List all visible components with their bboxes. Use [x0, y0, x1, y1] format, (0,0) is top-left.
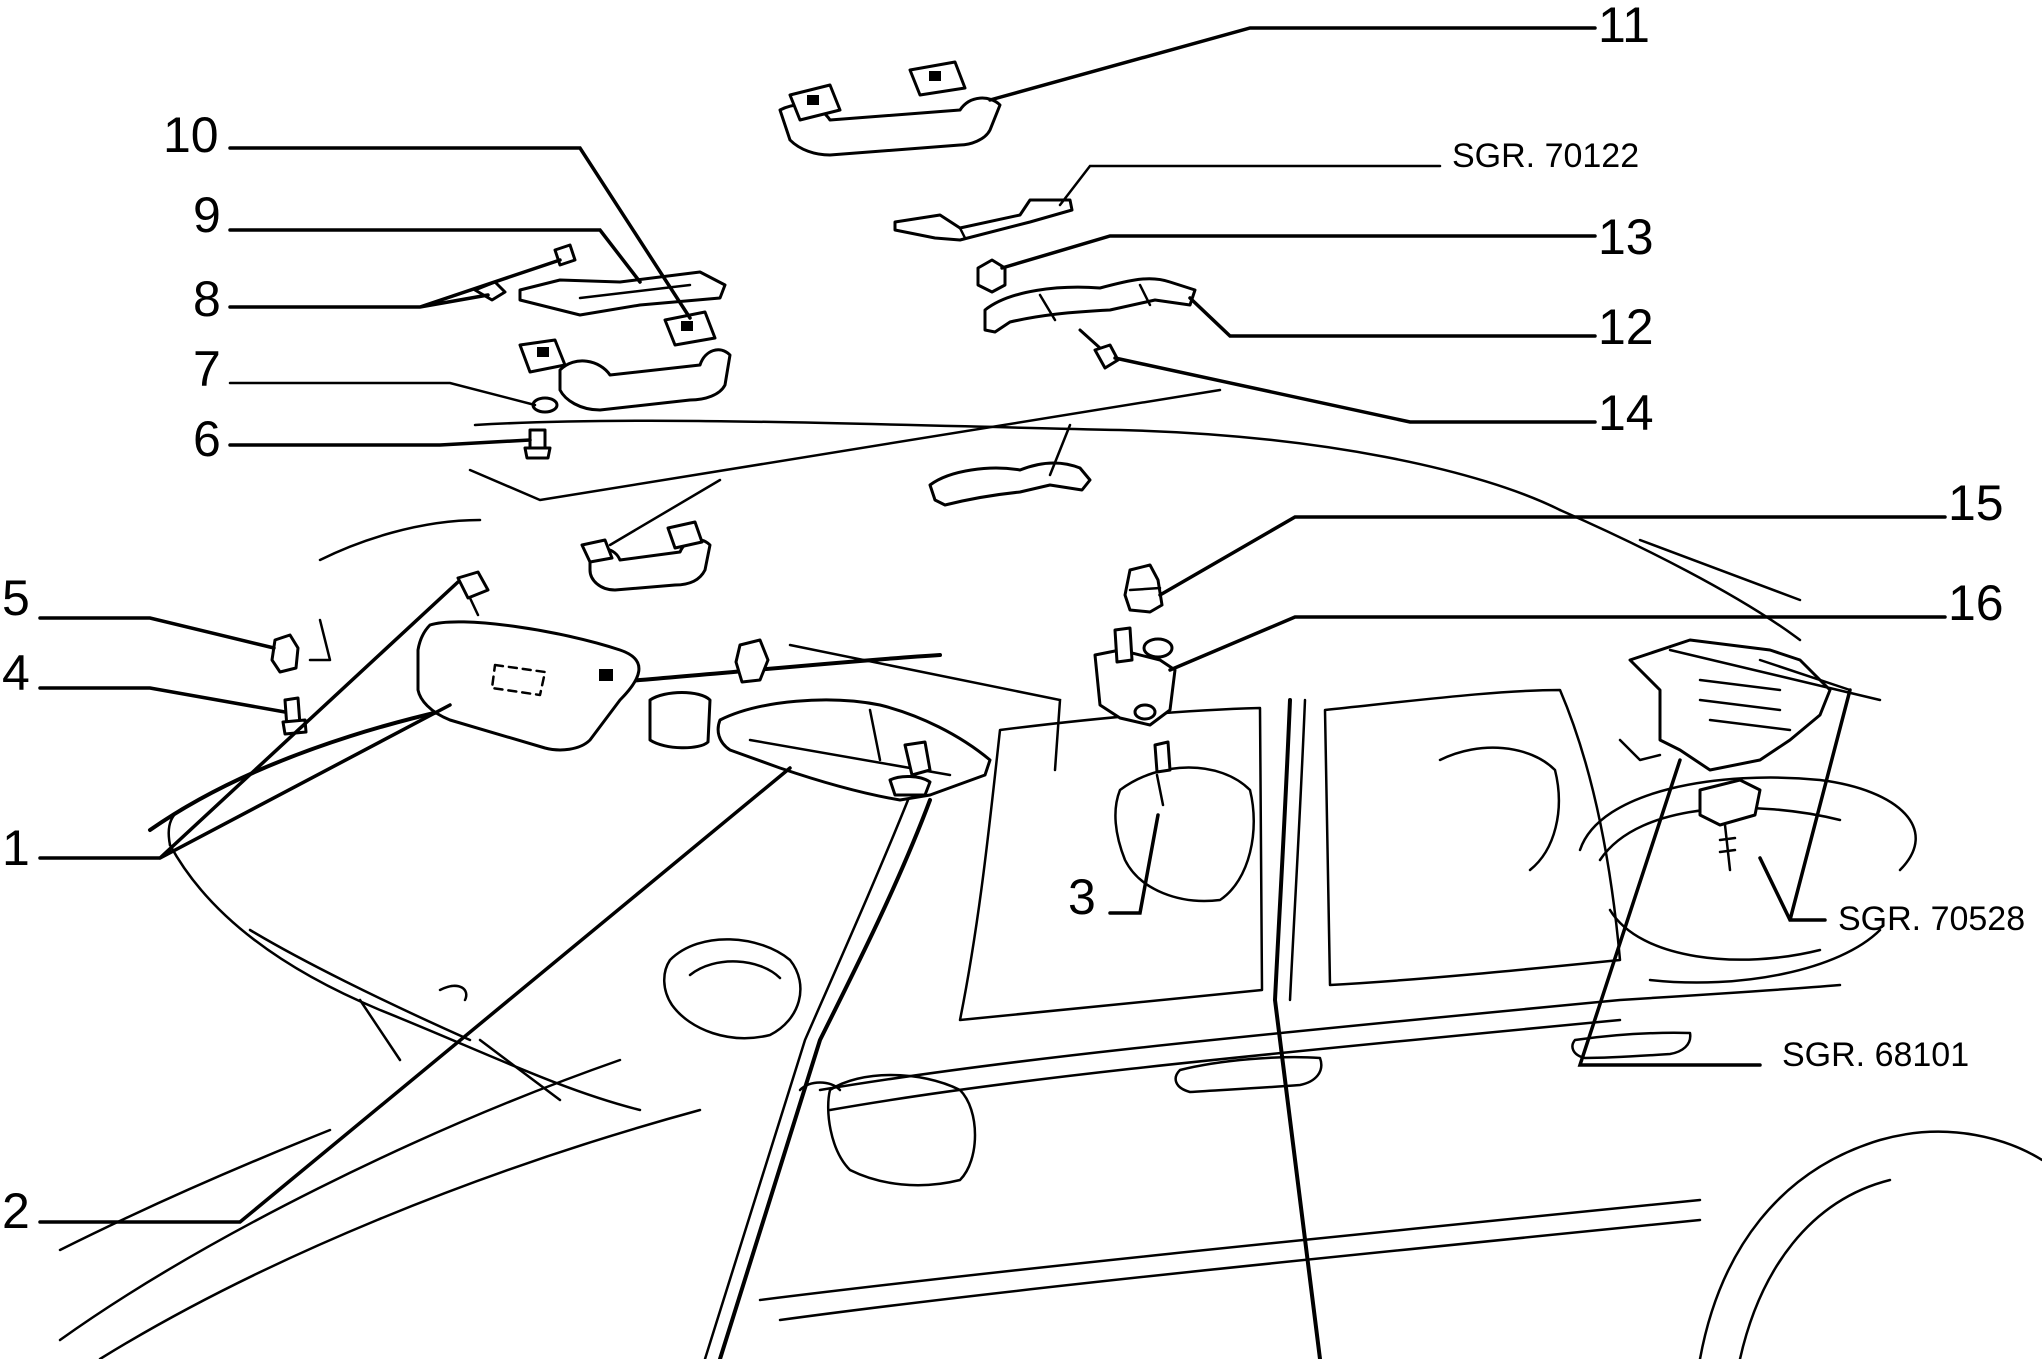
part-7-washer [531, 396, 559, 414]
part-15-bushing [1123, 563, 1164, 614]
part-mounting-plate-70122 [893, 198, 1074, 242]
callout-8: 8 [193, 271, 221, 327]
part-3-screw [1153, 740, 1172, 807]
callout-4: 4 [2, 645, 30, 701]
part-12-rear-handle [983, 277, 1197, 334]
part-5-nut [270, 633, 300, 674]
callout-7: 7 [193, 341, 221, 397]
callout-15: 15 [1948, 475, 2004, 531]
callout-5: 5 [2, 570, 30, 626]
roof-handle-front-installed [580, 520, 712, 592]
callout-9: 9 [193, 187, 221, 243]
part-6-screw [523, 428, 552, 460]
headliner-lines [308, 388, 1802, 662]
part-visor-clip [734, 638, 770, 684]
callout-sgr-68101: SGR. 68101 [1782, 1036, 1969, 1074]
part-spare-wheel-clamp [1618, 638, 1882, 872]
callout-2: 2 [2, 1183, 30, 1239]
roof-handle-rear-installed [928, 461, 1092, 507]
part-1-sun-visor [416, 570, 641, 752]
part-2-sun-visor [716, 698, 992, 802]
callout-14: 14 [1598, 385, 1654, 441]
part-9-plate [518, 270, 727, 317]
callout-6: 6 [193, 411, 221, 467]
part-visor-pad [648, 691, 712, 750]
part-4-screw [281, 696, 308, 736]
part-10-grab-handle [518, 310, 732, 412]
callout-sgr-70528: SGR. 70528 [1838, 900, 2025, 938]
part-16-bracket [1093, 626, 1177, 727]
part-14-screw [1078, 328, 1120, 370]
callout-3: 3 [1068, 869, 1096, 925]
callout-11: 11 [1598, 0, 1650, 53]
callout-sgr-70122: SGR. 70122 [1452, 137, 1639, 175]
callout-10: 10 [163, 107, 219, 163]
callout-12: 12 [1598, 299, 1654, 355]
part-13-clip [976, 258, 1007, 294]
car-body-outline [58, 419, 2042, 1359]
leader-lines [38, 26, 1947, 1224]
callout-1: 1 [2, 820, 30, 876]
part-11-grab-handle [778, 60, 1002, 157]
callout-16: 16 [1948, 575, 2004, 631]
callout-labels: 11 SGR. 70122 13 12 14 15 16 SGR. 70528 … [2, 0, 2025, 1239]
callout-13: 13 [1598, 209, 1654, 265]
